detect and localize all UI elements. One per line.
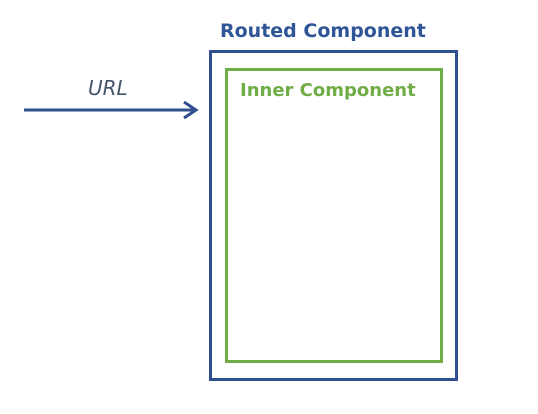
arrow-head — [183, 100, 199, 120]
url-label: URL — [88, 76, 128, 100]
inner-component-title: Inner Component — [240, 80, 416, 101]
routed-component-box — [209, 50, 458, 381]
inner-component-box: Inner Component — [225, 68, 443, 363]
url-arrow-icon — [24, 100, 199, 120]
routed-component-title: Routed Component — [220, 20, 426, 42]
